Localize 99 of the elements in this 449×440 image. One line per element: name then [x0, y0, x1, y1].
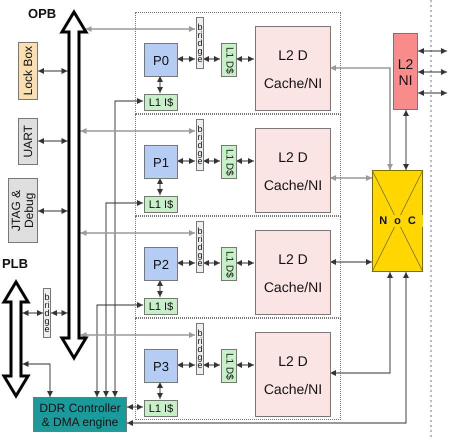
- cache-box: [144, 298, 178, 315]
- box-label: L2 D Cache/NI: [262, 46, 324, 92]
- double-arrow: [22, 361, 53, 398]
- double-arrow: [126, 404, 144, 410]
- cache-box: [144, 400, 178, 417]
- box-label: UART: [22, 125, 34, 158]
- cache-box: [144, 196, 178, 213]
- double-arrow: [236, 158, 254, 164]
- processor-box: [144, 145, 178, 179]
- box-label: P1: [153, 154, 169, 170]
- bridge-box: [196, 17, 204, 69]
- box-label: JTAG & Debug: [10, 188, 36, 234]
- double-arrow: [176, 362, 196, 368]
- box-label: L1 I$: [148, 96, 174, 108]
- box-label: L1 I$: [148, 402, 174, 414]
- double-arrow: [418, 48, 448, 54]
- box-label: P3: [153, 358, 169, 374]
- bridge-box: [43, 288, 51, 338]
- processor-box: [144, 349, 178, 383]
- box-label: P2: [153, 256, 169, 272]
- double-arrow: [176, 56, 196, 62]
- double-arrow: [236, 362, 254, 368]
- box-label: L2 D Cache/NI: [262, 148, 324, 194]
- double-arrow: [157, 76, 163, 94]
- double-arrow: [330, 175, 372, 181]
- controller-box: [33, 397, 127, 432]
- processor-box: [144, 247, 178, 281]
- double-arrow: [38, 68, 68, 74]
- double-arrow: [330, 259, 372, 265]
- box-label: L1 D$: [224, 148, 234, 176]
- box-label: bridge: [197, 329, 203, 369]
- cache-box: [255, 128, 331, 213]
- box-label: L1 I$: [148, 198, 174, 210]
- double-arrow: [157, 280, 163, 298]
- cache-box: [255, 332, 331, 417]
- double-arrow: [80, 230, 195, 236]
- double-arrow: [202, 362, 220, 368]
- double-arrow: [157, 178, 163, 196]
- box-label: bridge: [44, 293, 50, 333]
- box-label: L1 I$: [148, 300, 174, 312]
- bridge-box: [196, 221, 204, 273]
- box-label: bridge: [197, 23, 203, 63]
- tile-frame: [135, 12, 341, 114]
- double-arrow: [202, 260, 220, 266]
- double-arrow: [80, 332, 195, 338]
- double-arrow: [50, 310, 68, 316]
- tile-frame: [135, 318, 341, 420]
- processor-box: [144, 43, 178, 77]
- box-label: L2 D Cache/NI: [262, 352, 324, 398]
- peripheral-box: [18, 42, 38, 100]
- bridge-box: [196, 119, 204, 171]
- double-arrow: [86, 26, 195, 32]
- double-arrow: [80, 128, 195, 134]
- double-arrow: [202, 158, 220, 164]
- double-arrow: [202, 56, 220, 62]
- cache-box: [221, 349, 237, 383]
- double-arrow: [403, 110, 409, 170]
- double-arrow: [112, 98, 144, 398]
- box-label: DDR Controller & DMA engine: [38, 400, 122, 428]
- box-label: L2 NI: [396, 56, 414, 88]
- double-arrow: [176, 260, 196, 266]
- box-label: P0: [153, 52, 169, 68]
- peripheral-box: [18, 118, 38, 165]
- tile-frame: [135, 216, 341, 318]
- double-arrow: [38, 138, 68, 144]
- double-arrow: [176, 158, 196, 164]
- cache-box: [221, 145, 237, 179]
- double-arrow: [330, 272, 393, 376]
- box-label: bridge: [197, 125, 203, 165]
- box-label: Lock Box: [22, 46, 34, 96]
- network-interface-box: [393, 33, 418, 110]
- box-label: bridge: [197, 227, 203, 267]
- cache-box: [221, 247, 237, 281]
- bus-label: PLB: [2, 256, 28, 271]
- double-arrow: [418, 69, 448, 75]
- double-arrow: [330, 65, 393, 170]
- double-arrow: [418, 90, 448, 96]
- bridge-box: [196, 323, 204, 375]
- peripheral-box: [8, 178, 38, 243]
- box-label: L1 D$: [224, 250, 234, 278]
- double-arrow: [236, 260, 254, 266]
- double-arrow: [157, 382, 163, 400]
- double-arrow: [22, 310, 44, 316]
- cache-box: [255, 26, 331, 111]
- crossbar-label: NoC: [379, 215, 423, 227]
- double-arrow: [126, 272, 409, 426]
- tile-frame: [135, 114, 341, 216]
- double-arrow: [94, 302, 144, 398]
- double-arrow: [236, 56, 254, 62]
- bus-label: OPB: [28, 6, 56, 21]
- double-arrow: [38, 208, 68, 214]
- cache-box: [255, 230, 331, 315]
- double-arrow: [103, 200, 144, 398]
- noc-crossbar: [372, 170, 423, 272]
- cache-box: [144, 94, 178, 111]
- cache-box: [221, 43, 237, 77]
- box-label: L1 D$: [224, 46, 234, 74]
- box-label: L1 D$: [224, 352, 234, 380]
- box-label: L2 D Cache/NI: [262, 250, 324, 296]
